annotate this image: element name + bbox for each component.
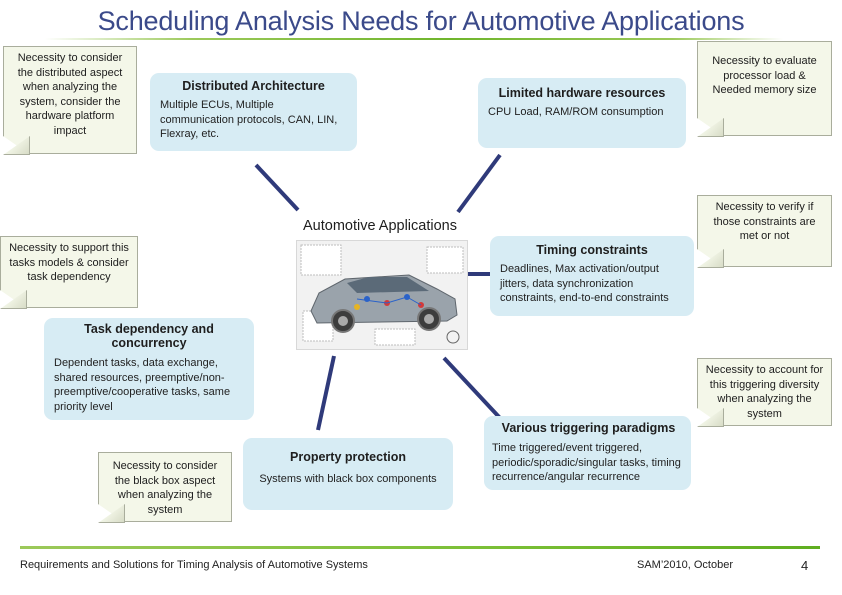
topic-timing-constraints: Timing constraints Deadlines, Max activa… [490, 236, 694, 316]
note-distributed-aspect: Necessity to consider the distributed as… [3, 46, 137, 154]
topic-heading: Timing constraints [536, 243, 648, 257]
topic-limited-hardware: Limited hardware resources CPU Load, RAM… [478, 78, 686, 148]
footer-presentation-title: Requirements and Solutions for Timing An… [20, 559, 368, 571]
topic-heading: Limited hardware resources [498, 86, 666, 100]
car-icon [300, 244, 464, 346]
topic-body: Systems with black box components [259, 473, 437, 485]
topic-property-protection: Property protection Systems with black b… [243, 438, 453, 510]
center-label: Automotive Applications [303, 218, 457, 234]
vehicle-illustration [296, 240, 468, 350]
topic-heading: Distributed Architecture [182, 79, 325, 93]
topic-body: CPU Load, RAM/ROM consumption [488, 106, 664, 118]
topic-body: Dependent tasks, data exchange, shared r… [54, 357, 231, 413]
topic-body: Deadlines, Max activation/output jitters… [500, 263, 669, 304]
slide-title: Scheduling Analysis Needs for Automotive… [97, 6, 745, 36]
topic-triggering-paradigms: Various triggering paradigms Time trigge… [484, 416, 691, 490]
topic-heading: Various triggering paradigms [501, 421, 676, 435]
note-processor-load: Necessity to evaluate processor load & N… [697, 41, 832, 136]
page-number: 4 [801, 558, 809, 573]
connector-distributed [254, 163, 300, 212]
topic-body: Multiple ECUs, Multiple communication pr… [160, 99, 338, 140]
title-underline [45, 38, 783, 40]
connector-hardware [456, 153, 502, 214]
topic-task-dependency: Task dependency and concurrency Dependen… [44, 318, 254, 420]
footer-event: SAM’2010, October [637, 559, 733, 571]
topic-heading: Task dependency and concurrency [84, 322, 214, 350]
topic-heading: Property protection [290, 450, 406, 464]
connector-property [316, 355, 336, 431]
footer-rule [20, 546, 820, 549]
topic-body: Time triggered/event triggered, periodic… [492, 442, 681, 483]
connector-triggering [442, 356, 502, 420]
topic-distributed-architecture: Distributed Architecture Multiple ECUs, … [150, 73, 357, 151]
